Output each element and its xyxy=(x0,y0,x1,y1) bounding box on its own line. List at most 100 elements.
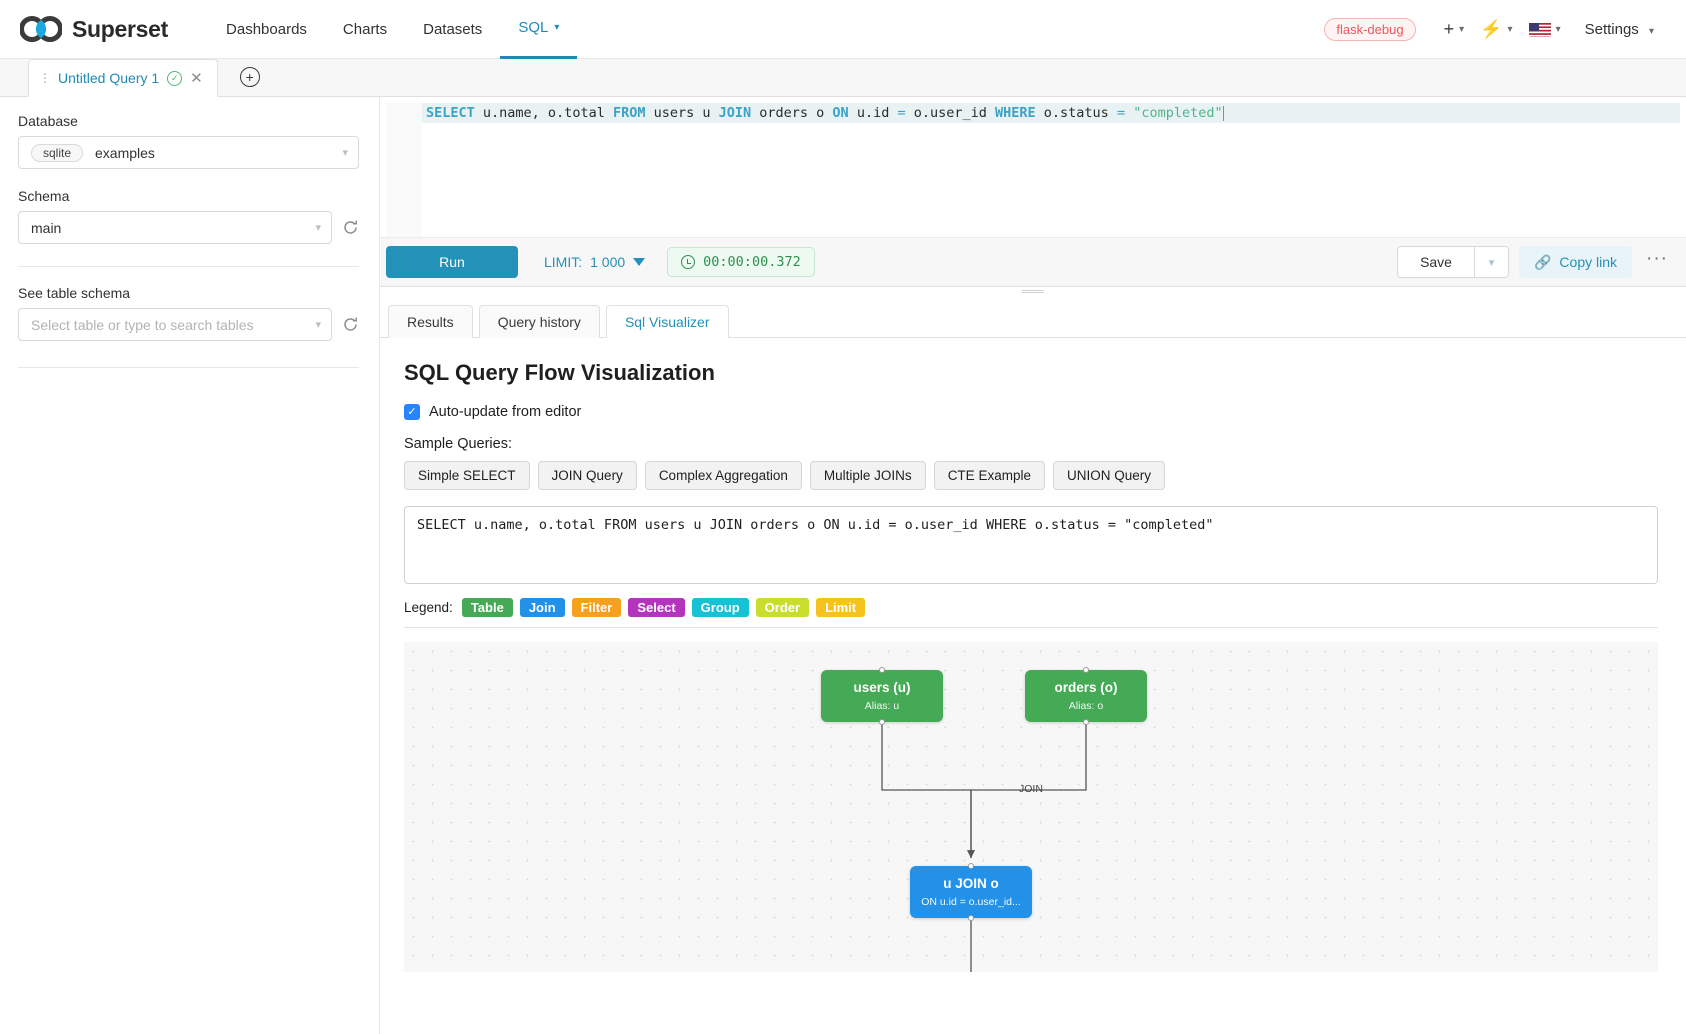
editor-line-1: 1 SELECT u.name, o.total FROM users u JO… xyxy=(386,103,1680,123)
code-token: SELECT xyxy=(426,105,475,121)
flow-node-port-bottom[interactable] xyxy=(968,915,974,921)
flow-node-users[interactable]: users (u)Alias: u xyxy=(821,667,943,725)
legend-chip-limit: Limit xyxy=(816,598,866,617)
sidebar-divider-2 xyxy=(18,367,359,368)
language-selector[interactable]: ▾ xyxy=(1523,22,1567,37)
chevron-down-icon: ▾ xyxy=(315,222,321,234)
bolt-icon: ⚡ xyxy=(1480,18,1503,39)
chevron-down-icon: ▾ xyxy=(554,22,560,33)
tab-query-history[interactable]: Query history xyxy=(478,305,600,338)
code-token: JOIN xyxy=(718,105,752,121)
sample-query-simple-select[interactable]: Simple SELECT xyxy=(404,461,530,490)
schema-field: Schema main ▾ xyxy=(18,188,359,244)
legend-chip-select: Select xyxy=(628,598,685,617)
flow-node-port-top[interactable] xyxy=(879,667,885,673)
auto-update-checkbox[interactable]: ✓ xyxy=(404,404,420,420)
database-select[interactable]: sqlite examples ▾ xyxy=(18,136,359,169)
flow-node-orders[interactable]: orders (o)Alias: o xyxy=(1025,667,1147,725)
schema-select[interactable]: main ▾ xyxy=(18,211,332,244)
sidebar-divider xyxy=(18,266,359,267)
nav-link-sql[interactable]: SQL ▾ xyxy=(500,0,578,59)
brand-text: Superset xyxy=(72,15,169,42)
us-flag-icon xyxy=(1528,22,1551,37)
brand[interactable]: Superset xyxy=(19,15,169,43)
sample-query-join-query[interactable]: JOIN Query xyxy=(537,461,637,490)
sql-ace-editor[interactable]: 1 SELECT u.name, o.total FROM users u JO… xyxy=(386,103,1680,237)
chevron-down-icon: ▾ xyxy=(1648,25,1654,37)
more-options-button[interactable]: ··· xyxy=(1646,248,1668,269)
chevron-down-icon: ▾ xyxy=(1459,23,1465,35)
nav-link-datasets[interactable]: Datasets xyxy=(423,20,483,38)
settings-menu[interactable]: Settings ▾ xyxy=(1571,21,1660,38)
flow-canvas[interactable]: users (u)Alias: u orders (o)Alias: o u JOI… xyxy=(404,642,1658,972)
result-tabs: Results Query history Sql Visualizer xyxy=(380,296,1686,338)
superset-logo-icon xyxy=(19,16,63,42)
legend-label: Legend: xyxy=(404,600,453,615)
link-icon: 🔗 xyxy=(1533,253,1552,270)
code-token: = xyxy=(1116,105,1126,121)
clock-icon xyxy=(681,255,696,269)
code-token: users u xyxy=(645,105,719,121)
nav-link-dashboards[interactable]: Dashboards xyxy=(226,20,307,38)
flow-edges xyxy=(881,722,1087,972)
copy-link-label: Copy link xyxy=(1559,254,1618,270)
query-tab-untitled-query-1[interactable]: ⋮ Untitled Query 1 ✓ ✕ xyxy=(28,59,218,97)
navbar-right: flask-debug + ▾ ⚡ ▾ ▾ xyxy=(1324,17,1660,41)
sample-query-union-query[interactable]: UNION Query xyxy=(1052,461,1165,490)
table-select[interactable]: Select table or type to search tables ▾ xyxy=(18,308,332,341)
chevron-down-icon: ▾ xyxy=(342,147,348,159)
copy-link-button[interactable]: 🔗 Copy link xyxy=(1518,246,1633,278)
run-button[interactable]: Run xyxy=(386,246,518,278)
table-schema-field: See table schema Select table or type to… xyxy=(18,285,359,341)
add-new-button[interactable]: + ▾ xyxy=(1438,19,1471,40)
flow-node-port-top[interactable] xyxy=(1083,667,1089,673)
save-button[interactable]: Save xyxy=(1397,246,1475,278)
code-token: orders o xyxy=(751,105,833,121)
bolt-menu-button[interactable]: ⚡ ▾ xyxy=(1474,19,1518,40)
table-schema-label: See table schema xyxy=(18,285,131,301)
close-icon[interactable]: ✕ xyxy=(190,70,203,87)
query-tab-label: Untitled Query 1 xyxy=(58,70,160,86)
new-query-tab-button[interactable]: + xyxy=(239,67,260,87)
flow-node-subtitle: ON u.id = o.user_id... xyxy=(921,896,1021,908)
drag-handle-icon[interactable]: ⋮ xyxy=(39,71,51,85)
flow-node-port-bottom[interactable] xyxy=(1083,719,1089,725)
save-group: Save ▾ xyxy=(1397,246,1509,278)
database-field: Database sqlite examples ▾ xyxy=(18,113,359,169)
top-navbar: Superset Dashboards Charts Datasets SQL … xyxy=(0,0,1686,59)
editor-code-line[interactable]: SELECT u.name, o.total FROM users u JOIN… xyxy=(422,103,1680,123)
tab-sql-visualizer[interactable]: Sql Visualizer xyxy=(605,305,729,338)
sql-visualizer-panel: SQL Query Flow Visualization ✓ Auto-upda… xyxy=(380,338,1686,1034)
nav-link-charts[interactable]: Charts xyxy=(342,20,388,38)
code-token: u.name, o.total xyxy=(474,105,613,121)
sql-input-textarea[interactable] xyxy=(404,506,1658,584)
chevron-down-icon: ▾ xyxy=(1507,23,1513,35)
tab-results[interactable]: Results xyxy=(388,305,473,338)
auto-update-label: Auto-update from editor xyxy=(429,404,582,420)
refresh-schema-icon[interactable] xyxy=(342,219,359,236)
limit-dropdown[interactable]: LIMIT: 1 000 xyxy=(544,254,646,270)
sample-query-cte-example[interactable]: CTE Example xyxy=(933,461,1045,490)
nav-links: Dashboards Charts Datasets SQL ▾ xyxy=(208,0,578,59)
table-placeholder: Select table or type to search tables xyxy=(31,316,254,333)
code-token: o.status xyxy=(1035,105,1117,121)
save-dropdown-button[interactable]: ▾ xyxy=(1474,246,1509,278)
code-token: WHERE xyxy=(995,105,1036,121)
refresh-tables-icon[interactable] xyxy=(342,316,359,333)
legend-chip-table: Table xyxy=(461,598,513,617)
flow-edge xyxy=(967,722,1087,858)
sample-queries-label: Sample Queries: xyxy=(404,436,512,452)
editor-gutter xyxy=(386,103,422,237)
limit-label: LIMIT: xyxy=(544,254,583,270)
sample-query-complex-aggregation[interactable]: Complex Aggregation xyxy=(644,461,802,490)
sample-query-multiple-joins[interactable]: Multiple JOINs xyxy=(809,461,926,490)
code-token: FROM xyxy=(612,105,646,121)
flow-node-port-top[interactable] xyxy=(968,863,974,869)
pane-resize-handle[interactable] xyxy=(380,287,1686,296)
text-cursor xyxy=(1222,105,1224,121)
flow-node-port-bottom[interactable] xyxy=(879,719,885,725)
legend: Legend: Table Join Filter Select Group O… xyxy=(404,598,1658,617)
settings-label: Settings xyxy=(1584,20,1639,38)
schema-value: main xyxy=(31,219,62,236)
